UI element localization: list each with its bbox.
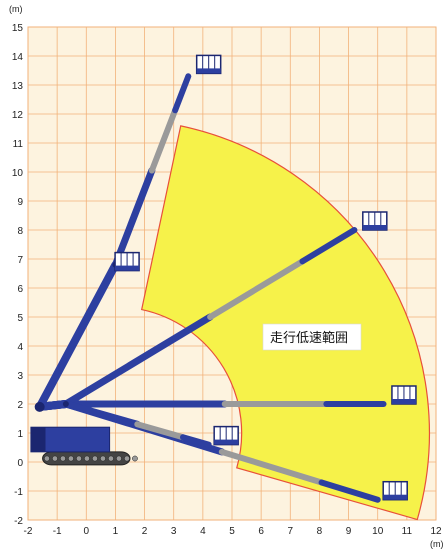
track-roller bbox=[108, 455, 114, 462]
x-tick-label: 2 bbox=[142, 526, 148, 537]
upper-boom-tip bbox=[299, 227, 358, 265]
y-tick-label: 4 bbox=[17, 342, 23, 353]
machine-body-front bbox=[30, 427, 46, 452]
upper-boom-base bbox=[62, 400, 141, 428]
track-roller bbox=[92, 455, 98, 462]
x-tick-label: 8 bbox=[317, 526, 323, 537]
upper-boom-tip bbox=[179, 434, 212, 448]
y-tick-label: 13 bbox=[12, 81, 24, 92]
x-tick-label: -2 bbox=[24, 526, 33, 537]
track-roller bbox=[60, 455, 66, 462]
y-tick-label: 8 bbox=[17, 226, 23, 237]
y-tick-label: -2 bbox=[14, 516, 23, 527]
zone-shape bbox=[140, 125, 431, 521]
aerial-work-platform bbox=[30, 54, 417, 503]
y-tick-label: 3 bbox=[17, 371, 23, 382]
track-roller bbox=[68, 455, 74, 462]
x-tick-label: 10 bbox=[372, 526, 384, 537]
y-tick-label: 5 bbox=[17, 313, 23, 324]
track-roller bbox=[100, 455, 106, 462]
track-roller bbox=[76, 455, 82, 462]
x-tick-label: 0 bbox=[84, 526, 90, 537]
x-tick-label: -1 bbox=[53, 526, 62, 537]
basket-floor bbox=[214, 439, 239, 445]
basket-floor bbox=[362, 225, 387, 230]
zone-label: 走行低速範囲 bbox=[270, 331, 348, 346]
x-tick-label: 12 bbox=[430, 526, 442, 537]
upper-boom-extension bbox=[207, 258, 306, 320]
basket-floor bbox=[391, 399, 416, 404]
y-tick-label: 9 bbox=[17, 197, 23, 208]
track-roller bbox=[124, 455, 130, 462]
track-roller bbox=[84, 455, 90, 462]
x-tick-label: 7 bbox=[288, 526, 294, 537]
boom-pivot bbox=[34, 401, 45, 412]
track-roller bbox=[132, 455, 138, 462]
y-tick-label: 1 bbox=[17, 429, 23, 440]
track-roller bbox=[116, 455, 122, 462]
basket-floor bbox=[196, 68, 221, 74]
x-axis-unit-label: (m) bbox=[430, 539, 444, 549]
x-tick-label: 4 bbox=[200, 526, 206, 537]
y-tick-label: 15 bbox=[12, 23, 24, 34]
y-tick-label: 2 bbox=[17, 400, 23, 411]
upper-boom-extension bbox=[218, 448, 325, 486]
x-tick-label: 3 bbox=[171, 526, 177, 537]
track-roller bbox=[44, 455, 50, 462]
upper-boom-base bbox=[62, 313, 214, 408]
y-tick-label: 10 bbox=[12, 168, 24, 179]
y-tick-label: 12 bbox=[12, 110, 24, 121]
x-tick-label: 11 bbox=[402, 526, 413, 537]
upper-boom-extension bbox=[148, 107, 179, 174]
x-tick-label: 6 bbox=[258, 526, 264, 537]
y-tick-label: 14 bbox=[12, 52, 24, 63]
basket-floor bbox=[115, 265, 140, 271]
upper-boom-tip bbox=[318, 479, 381, 503]
y-tick-label: 7 bbox=[17, 255, 23, 266]
upper-boom-extension bbox=[134, 421, 186, 441]
y-axis-unit-label: (m) bbox=[9, 4, 23, 14]
x-tick-label: 1 bbox=[113, 526, 119, 537]
y-tick-label: 0 bbox=[17, 458, 23, 469]
y-tick-label: -1 bbox=[14, 487, 23, 498]
zone-label-box bbox=[262, 323, 362, 351]
low-speed-travel-zone bbox=[140, 125, 431, 521]
y-tick-label: 6 bbox=[17, 284, 23, 295]
upper-boom-base bbox=[111, 167, 156, 269]
plot-frame bbox=[27, 26, 437, 521]
basket-floor bbox=[383, 494, 408, 500]
y-tick-label: 11 bbox=[13, 139, 24, 150]
track-roller bbox=[52, 455, 58, 462]
boom-joint bbox=[62, 401, 69, 407]
lower-boom bbox=[35, 260, 120, 411]
x-tick-label: 5 bbox=[229, 526, 235, 537]
x-tick-label: 9 bbox=[346, 526, 352, 537]
upper-boom-tip bbox=[172, 73, 192, 114]
